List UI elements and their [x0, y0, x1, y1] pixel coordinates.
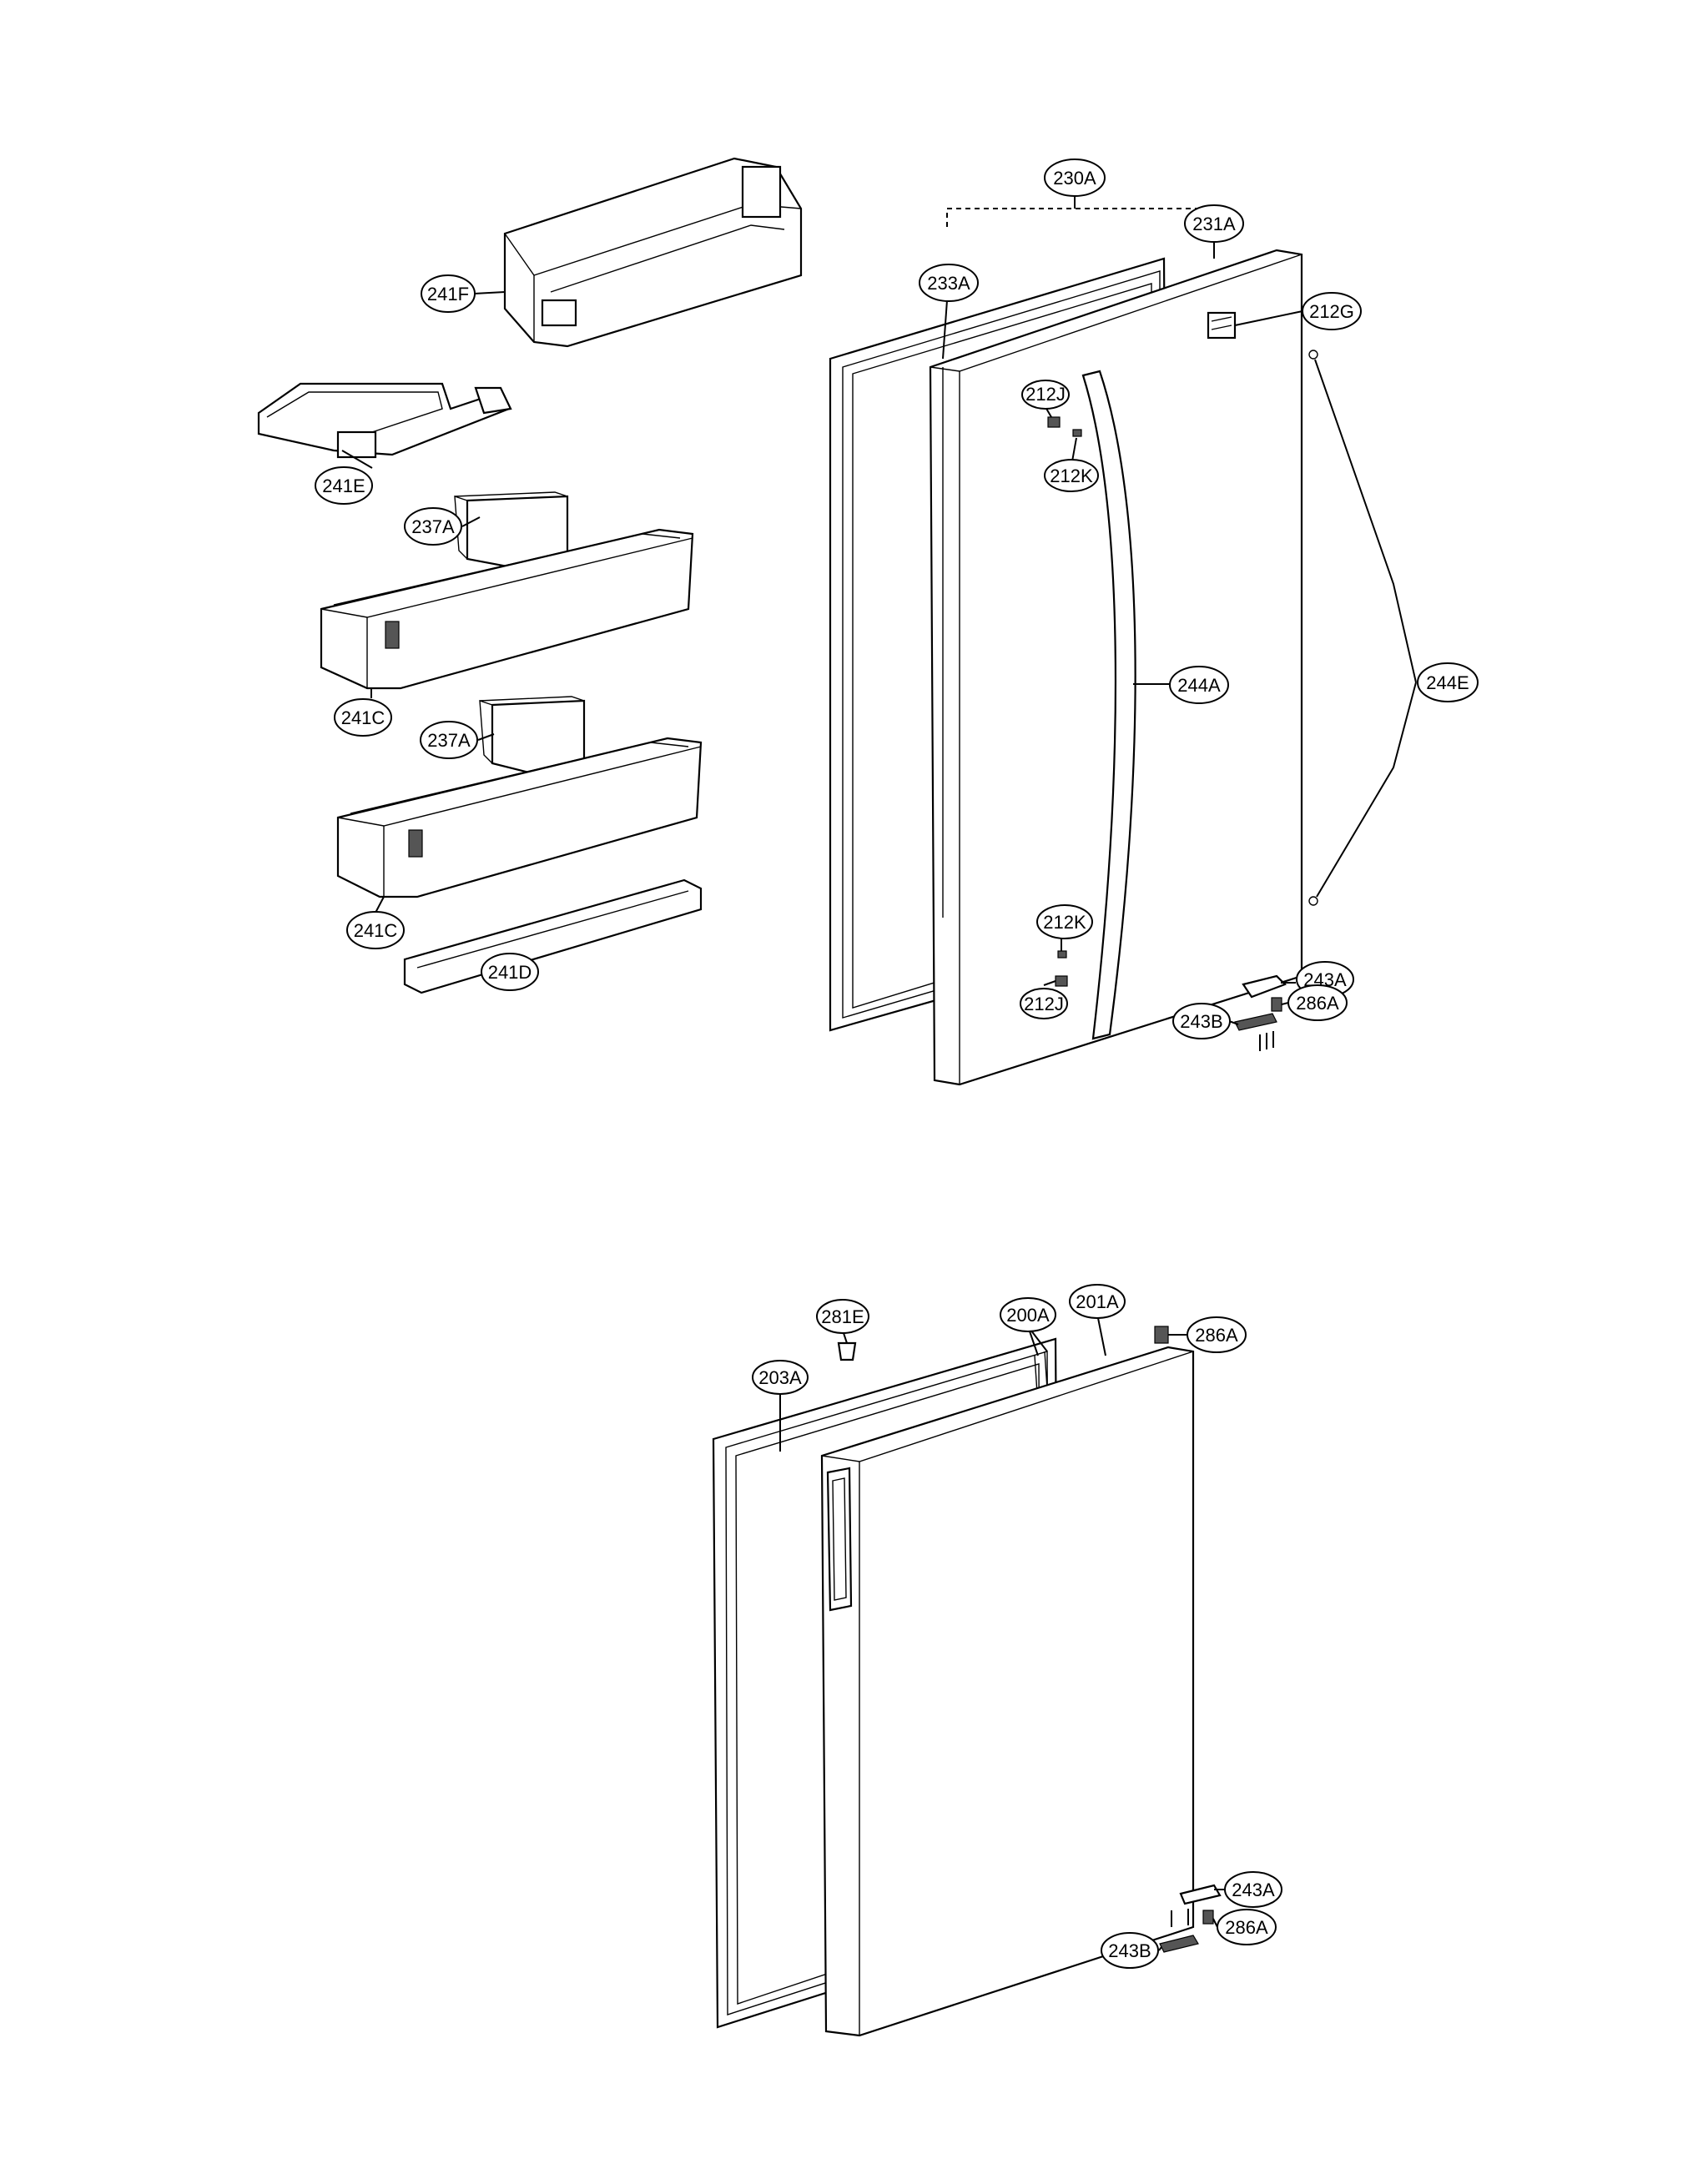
callout-241D: 241D — [481, 953, 539, 991]
rod-244E-drawing — [1308, 350, 1318, 906]
callout-241C-upper: 241C — [334, 698, 392, 737]
callout-212J-lower-label: 212J — [1024, 994, 1064, 1014]
callout-286A-upper: 286A — [1287, 984, 1348, 1021]
callout-212J-lower: 212J — [1020, 988, 1068, 1019]
door-201A-drawing — [820, 1346, 1195, 2037]
callout-241E-label: 241E — [322, 476, 365, 496]
callout-233A: 233A — [919, 264, 979, 302]
callout-212K-lower: 212K — [1036, 904, 1093, 939]
callout-241E: 241E — [315, 466, 373, 505]
callout-201A-label: 201A — [1076, 1291, 1119, 1312]
callout-212G: 212G — [1302, 292, 1362, 330]
callout-243B-upper-label: 243B — [1180, 1011, 1222, 1032]
callout-200A-label: 200A — [1006, 1305, 1050, 1326]
callout-200A: 200A — [1000, 1297, 1056, 1332]
callout-237A-upper-label: 237A — [411, 516, 455, 537]
callout-212G-label: 212G — [1309, 301, 1354, 322]
callout-231A: 231A — [1184, 204, 1244, 243]
callout-241F: 241F — [421, 274, 476, 313]
callout-201A: 201A — [1069, 1284, 1126, 1319]
callout-233A-label: 233A — [927, 273, 970, 294]
hinge-lower-drawing — [1159, 1884, 1222, 1953]
callout-230A: 230A — [1044, 159, 1106, 197]
callout-244A-label: 244A — [1177, 675, 1221, 696]
callout-241F-label: 241F — [427, 284, 469, 304]
bin-241C-lower-drawing — [336, 737, 703, 898]
callout-212J-upper-label: 212J — [1025, 384, 1066, 405]
callout-243B-lower-label: 243B — [1108, 1940, 1151, 1961]
callout-212K-lower-label: 212K — [1043, 912, 1086, 933]
bin-241C-upper-drawing — [320, 528, 694, 690]
callout-244A: 244A — [1169, 666, 1229, 704]
callout-244E: 244E — [1417, 662, 1479, 702]
callout-212J-upper: 212J — [1021, 380, 1070, 410]
callout-286A-lower-label: 286A — [1225, 1917, 1268, 1938]
callout-243A-lower: 243A — [1224, 1871, 1282, 1908]
callout-241D-label: 241D — [488, 962, 532, 983]
callout-281E: 281E — [816, 1299, 869, 1334]
callout-212K-upper: 212K — [1044, 459, 1099, 492]
callout-212K-upper-label: 212K — [1050, 465, 1093, 486]
callout-241C-upper-label: 241C — [341, 707, 385, 728]
callout-243A-lower-label: 243A — [1232, 1880, 1275, 1900]
callout-241C-lower: 241C — [346, 911, 405, 949]
callout-237A-upper: 237A — [404, 507, 462, 546]
callout-230A-label: 230A — [1053, 168, 1096, 189]
callout-243B-lower: 243B — [1101, 1932, 1159, 1969]
callout-237A-lower: 237A — [420, 721, 478, 759]
callout-203A-label: 203A — [758, 1367, 802, 1388]
pin-286A-top-drawing — [1154, 1326, 1169, 1344]
callout-286A-lower: 286A — [1217, 1909, 1277, 1945]
callout-203A: 203A — [752, 1360, 809, 1395]
callout-231A-label: 231A — [1192, 214, 1236, 234]
tray-241E-drawing — [257, 382, 512, 459]
callout-281E-label: 281E — [821, 1306, 864, 1327]
callout-237A-lower-label: 237A — [427, 730, 471, 751]
hinge-upper-drawing — [1234, 974, 1287, 1051]
handle-244A-drawing — [1081, 370, 1136, 1040]
bar-241D-drawing — [403, 878, 703, 994]
callout-244E-label: 244E — [1426, 672, 1469, 693]
bin-241F-drawing — [503, 157, 803, 348]
callout-286A-top: 286A — [1187, 1316, 1247, 1353]
callout-243B-upper: 243B — [1172, 1003, 1231, 1039]
clip-281E-drawing — [837, 1341, 857, 1361]
callout-241C-lower-label: 241C — [354, 920, 398, 941]
leader-lines — [341, 189, 1417, 1951]
callout-286A-top-label: 286A — [1195, 1325, 1238, 1346]
callout-286A-upper-label: 286A — [1296, 993, 1339, 1014]
